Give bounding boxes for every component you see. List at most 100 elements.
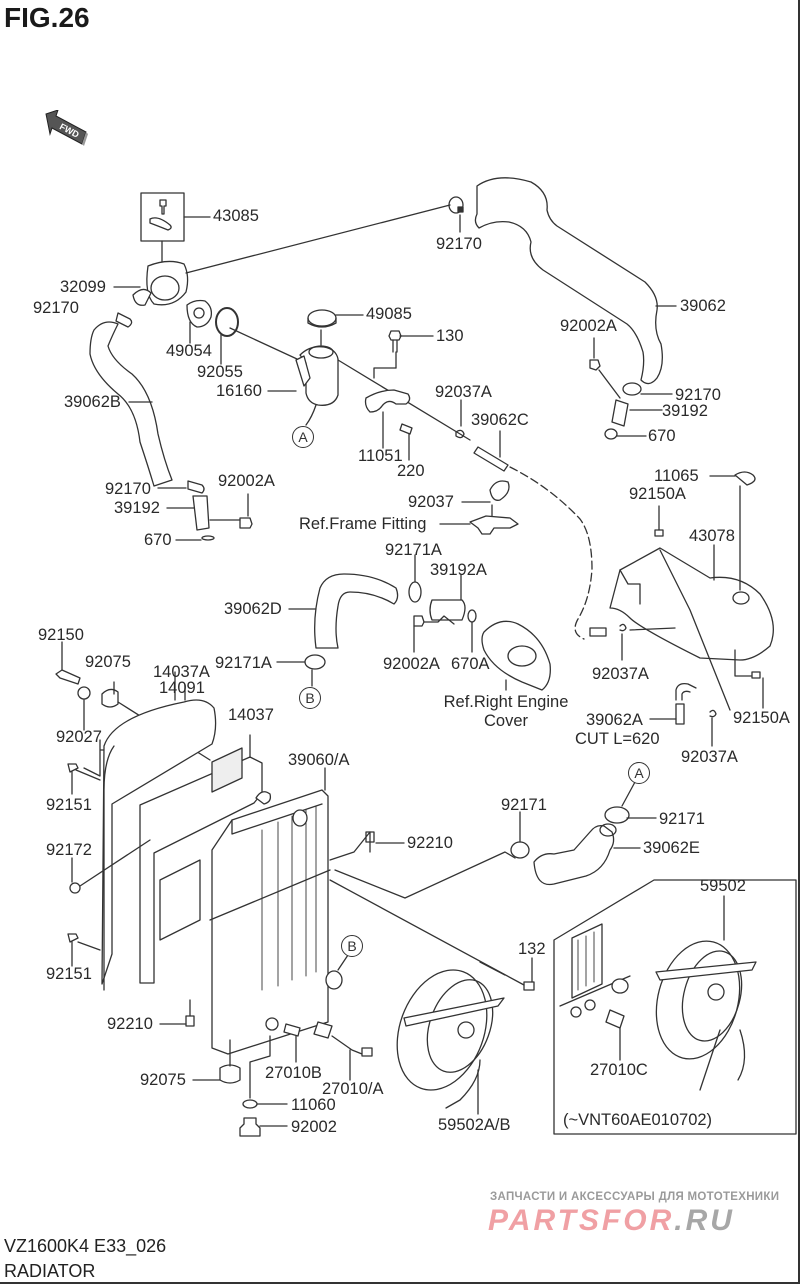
part-92172-screw [69,839,151,894]
part-132-bolt [329,879,535,991]
callout-92027: 92027 [56,728,102,746]
callout-43078: 43078 [689,527,735,545]
callout-92075: 92075 [140,1071,186,1089]
part-92151-bolt-top [67,763,101,795]
part-49085-radiator-cap [307,309,364,346]
callout-39062A: 39062A [586,711,643,729]
ref-frame-fitting-label: Ref.Frame Fitting [299,515,427,533]
callout-92037A: 92037A [681,748,738,766]
part-39062B-hose [89,312,173,487]
part-220-bolt [399,423,413,461]
watermark-brand-main: PARTSFOR [488,1204,675,1237]
part-39062-radiator-hose [474,177,677,385]
callout-11051: 11051 [358,447,403,465]
part-43078-reservoir-tank [609,471,774,711]
callout-32099: 32099 [60,278,106,296]
callout-92150A: 92150A [733,709,790,727]
callout-92150A: 92150A [629,485,686,503]
part-39062A-overflow-hose [649,682,717,747]
part-39192-fitting-left [157,480,253,541]
callout-39062B: 39062B [64,393,121,411]
part-92002-drain-bolt [239,1117,288,1137]
connection-marker-b: B [341,935,363,957]
callout-92210: 92210 [407,834,453,852]
inset-early-model-box [553,879,797,1135]
ref-right-engine-cover [481,620,551,691]
callout-27010B: 27010B [265,1064,322,1082]
callout-92037A: 92037A [592,665,649,683]
callout-59502: 59502 [700,877,746,895]
part-59502AB-fan-assembly [396,961,506,1115]
callout-39062C: 39062C [471,411,529,429]
callout-16160: 16160 [216,382,262,400]
ref-right-engine-cover-label: Ref.Right Engine [443,693,569,711]
callout-14091: 14091 [159,679,205,697]
callout-220: 220 [397,462,425,480]
cut-length-note: CUT L=620 [575,730,660,748]
callout-92002A: 92002A [218,472,275,490]
callout-49054: 49054 [166,342,212,360]
callout-92170: 92170 [105,480,151,498]
part-39060A-radiator [211,767,349,1055]
callout-132: 132 [518,940,546,958]
callout-39062D: 39062D [224,600,282,618]
callout-92171: 92171 [659,810,705,828]
ref-frame-fitting [439,515,519,535]
figure-title: FIG.26 [4,2,90,33]
callout-670: 670 [144,531,172,549]
callout-49085: 49085 [366,305,412,323]
callout-92170: 92170 [33,299,79,317]
callout-92075: 92075 [85,653,131,671]
part-27010B-sensor [265,1017,301,1063]
callout-39060A: 39060/A [288,751,350,769]
part-14037-shroud-inner [139,734,263,984]
callout-39192A: 39192A [430,561,487,579]
part-39062C-breather-hose [473,430,593,640]
ref-right-engine-cover-label-line2: Cover [483,712,528,730]
part-92037A-clip [455,399,465,439]
callout-11065: 11065 [654,467,699,485]
part-39192A-pipe [413,574,477,653]
watermark-tagline: ЗАПЧАСТИ И АКСЕССУАРЫ ДЛЯ МОТОТЕХНИКИ [490,1191,780,1203]
callout-92171: 92171 [501,796,547,814]
part-32099-thermostat-housing [113,204,451,306]
part-92210-clip-left [159,999,195,1027]
part-92170-hose-clamp [448,196,464,233]
callout-11060: 11060 [291,1096,336,1114]
part-27010C-fan-switch [605,1009,625,1061]
callout-92037A: 92037A [435,383,492,401]
part-27010A-fan-switch [313,1021,373,1081]
callout-27010A: 27010/A [322,1080,384,1098]
part-11051-bracket [364,389,411,449]
callout-92002A: 92002A [383,655,440,673]
part-92171A-clamp-top [408,554,422,603]
callout-92055: 92055 [197,363,243,381]
callout-92171A: 92171A [385,541,442,559]
part-39192-fitting-right [589,337,673,440]
forward-arrow-icon: FWD [45,110,88,146]
part-92151-bolt-bottom [67,933,101,967]
part-92027-collar [77,686,121,777]
part-39062E-hose [533,823,641,886]
callout-92170: 92170 [436,235,482,253]
callout-27010C: 27010C [590,1061,648,1079]
callout-39062E: 39062E [643,839,700,857]
part-92037-clamp [461,480,510,517]
part-11060-washer [242,1035,288,1109]
callout-130: 130 [436,327,464,345]
callout-92037: 92037 [408,493,454,511]
part-92075-grommet-bottom [192,1039,241,1084]
callout-43085: 43085 [213,207,259,225]
callout-92171A: 92171A [215,654,272,672]
callout-670A: 670A [451,655,490,673]
part-49054-thermostat [186,299,213,344]
watermark-brand-tld: .RU [674,1204,735,1237]
callout-59502AB: 59502A/B [438,1116,511,1134]
callout-14037A: 14037A [153,663,210,681]
part-92171A-clamp-left [276,654,326,687]
connection-marker-a: A [628,762,650,784]
part-92055-o-ring [215,307,311,366]
part-16160-filler-neck [267,345,471,441]
